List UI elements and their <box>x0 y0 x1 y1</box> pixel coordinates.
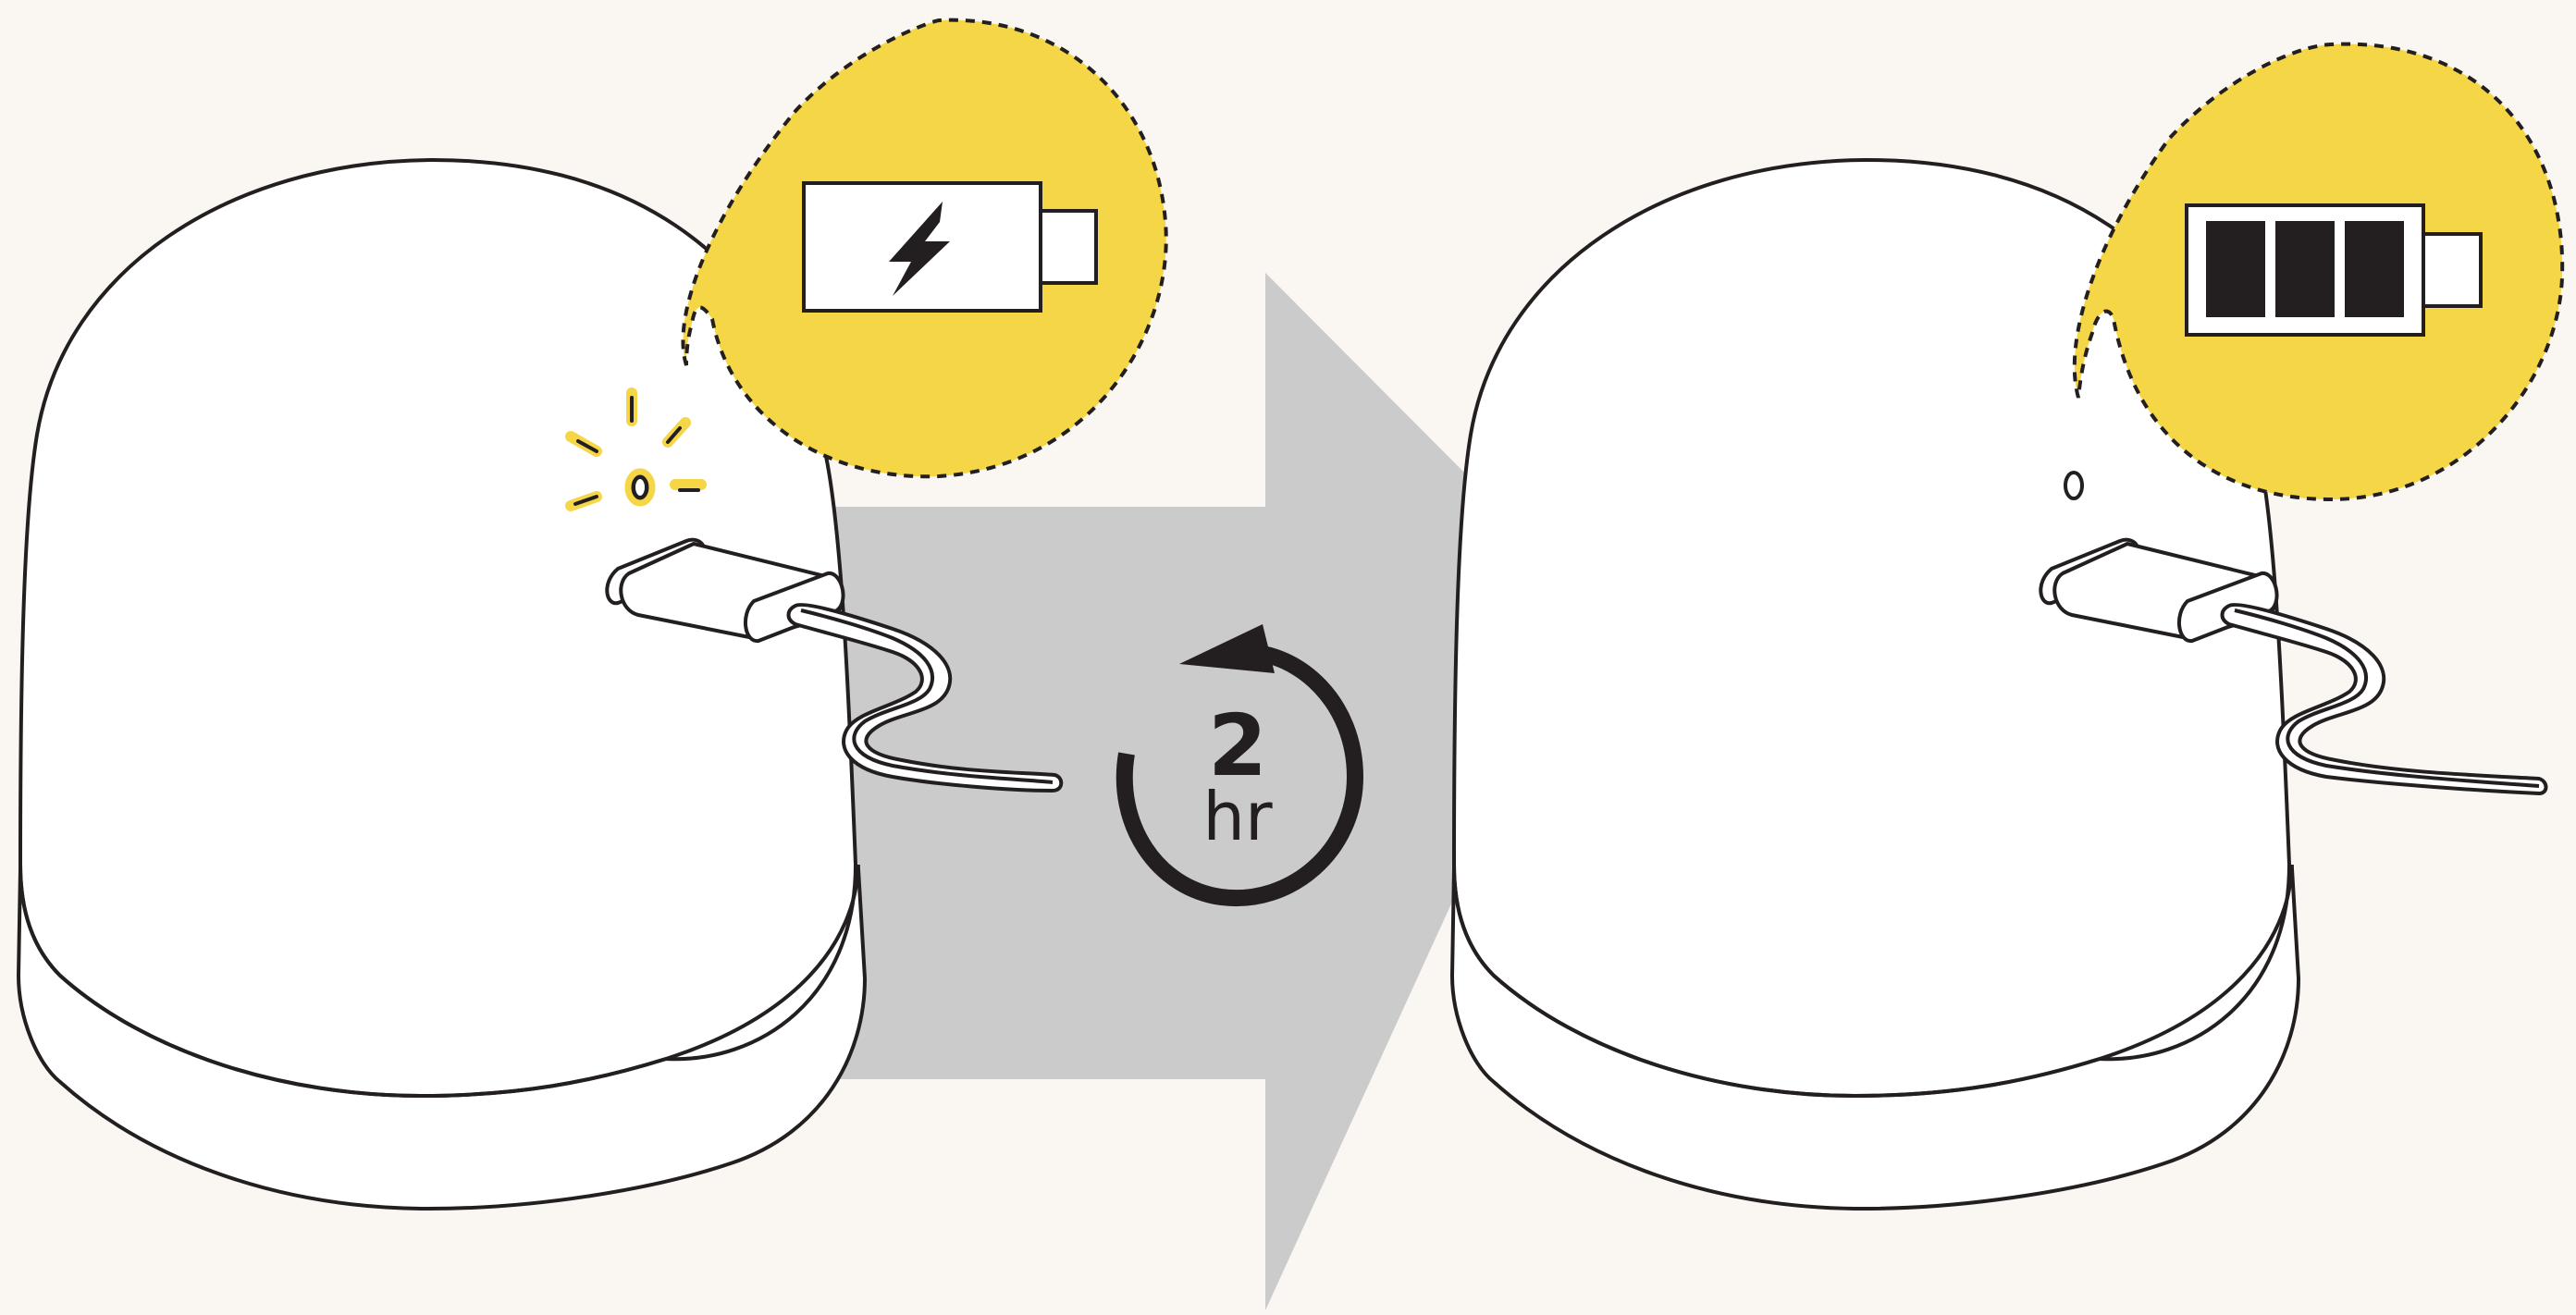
usb-c-cable-icon <box>605 537 1064 793</box>
battery-charging-icon <box>802 181 1098 313</box>
indicator-light-blinking <box>565 387 707 511</box>
device-dome-rim <box>1452 864 2294 1099</box>
lightning-bolt-icon <box>889 202 950 296</box>
battery-bar-1 <box>2206 221 2265 317</box>
device-dome-rim <box>18 864 860 1099</box>
timer-arrowhead-icon <box>1179 624 1275 673</box>
charging-bubble <box>681 18 1168 479</box>
timer-indicator: 2 hr <box>1115 624 1364 907</box>
clockwise-timer-icon <box>1115 644 1364 907</box>
indicator-light-off <box>2064 471 2084 500</box>
battery-bar-3 <box>2345 221 2404 317</box>
full-battery-bubble <box>2072 42 2565 502</box>
device-charged <box>1449 42 2565 1211</box>
battery-bar-2 <box>2275 221 2335 317</box>
timer-unit: hr <box>1202 778 1273 855</box>
usb-c-cable-icon <box>2039 537 2548 795</box>
battery-full-icon <box>2185 203 2483 337</box>
progress-arrow <box>814 273 1503 1310</box>
device-charging <box>16 18 1168 1211</box>
timer-number: 2 <box>1208 696 1267 795</box>
